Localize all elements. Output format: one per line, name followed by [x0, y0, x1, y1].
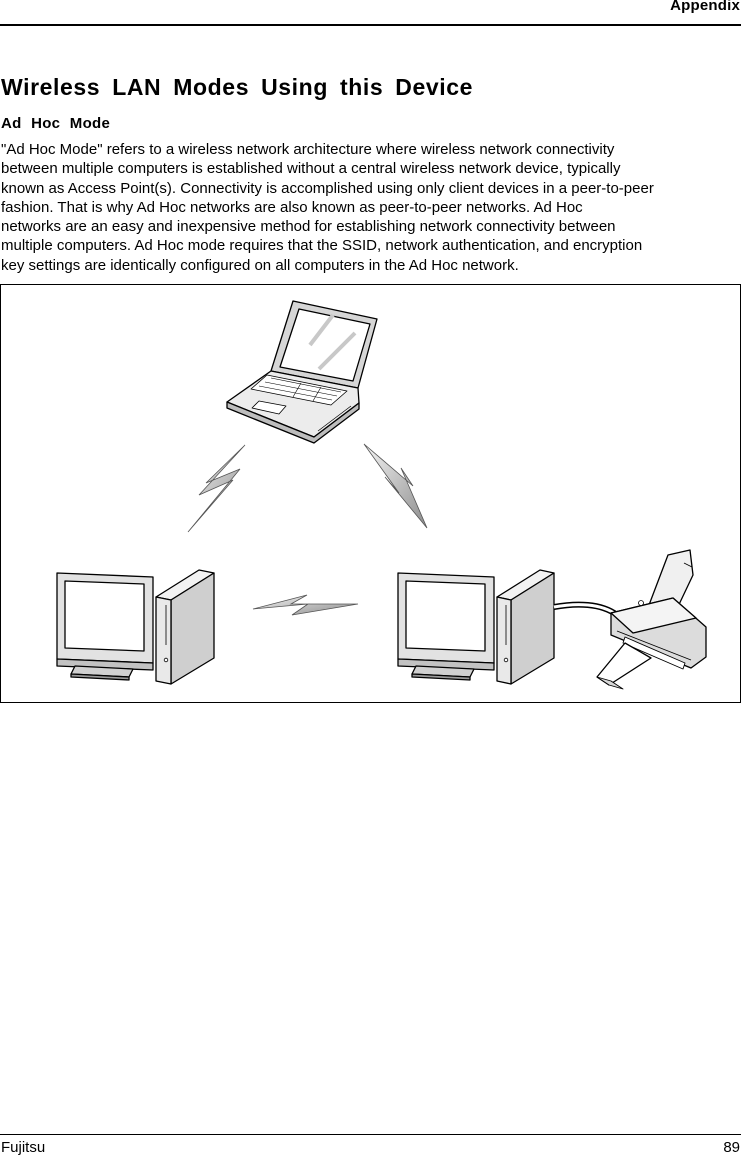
footer-brand: Fujitsu — [1, 1139, 46, 1156]
desktop-monitor-icon — [397, 572, 495, 681]
section-heading: Ad Hoc Mode — [1, 115, 111, 132]
header-section-label: Appendix — [670, 0, 740, 14]
body-line: networks are an easy and inexpensive met… — [1, 218, 616, 236]
desktop-monitor-icon — [56, 572, 154, 681]
printer-cable — [553, 601, 619, 618]
body-line: key settings are identically configured … — [1, 256, 519, 274]
body-line: multiple computers. Ad Hoc mode requires… — [1, 237, 643, 255]
ad-hoc-network-figure — [0, 284, 741, 703]
footer-page-number: 89 — [723, 1139, 740, 1156]
desktop-tower-icon — [155, 569, 215, 685]
wireless-signal-icon — [363, 443, 428, 529]
desktop-tower-icon — [496, 569, 555, 685]
page-title: Wireless LAN Modes Using this Device — [1, 74, 474, 100]
header-rule — [0, 24, 741, 26]
body-paragraph: "Ad Hoc Mode" refers to a wireless netwo… — [1, 140, 739, 275]
body-line: known as Access Point(s). Connectivity i… — [1, 179, 654, 197]
printer-icon — [596, 549, 707, 690]
body-line: between multiple computers is establishe… — [1, 160, 621, 178]
body-line: fashion. That is why Ad Hoc networks are… — [1, 198, 583, 216]
body-line: "Ad Hoc Mode" refers to a wireless netwo… — [1, 141, 615, 158]
ad-hoc-diagram — [56, 300, 707, 690]
footer-rule — [0, 1134, 741, 1135]
wireless-signal-icon — [252, 594, 359, 616]
wireless-signal-icon — [187, 444, 246, 533]
notebook-icon — [226, 300, 378, 444]
